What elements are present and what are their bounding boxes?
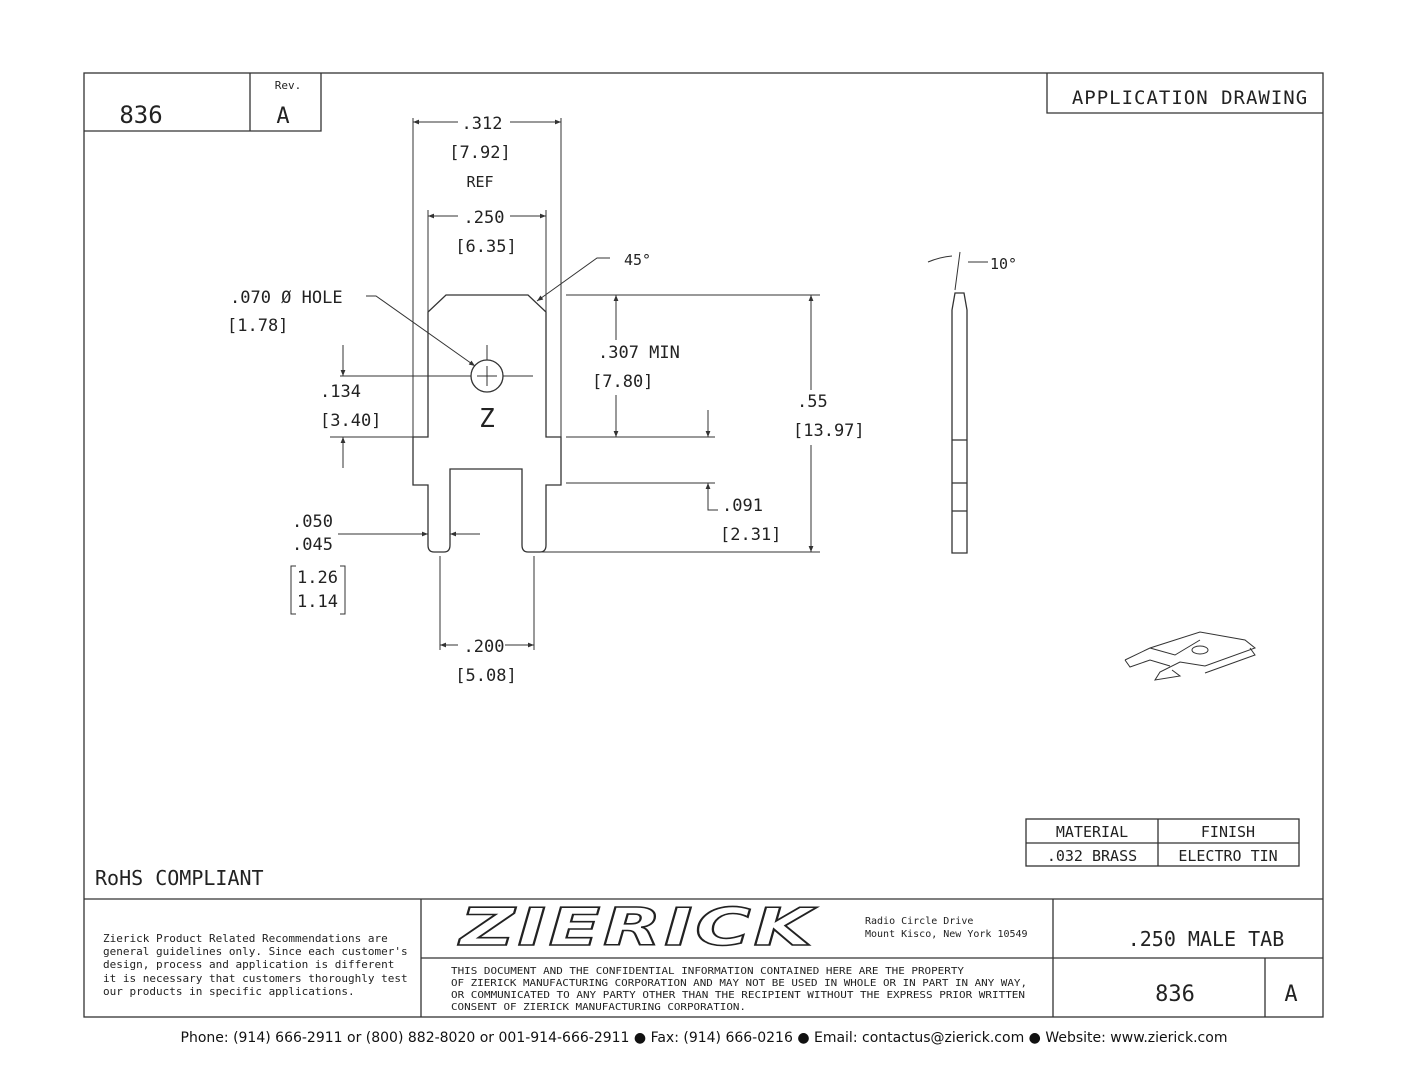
drawing-border — [83, 72, 1324, 1018]
dim-hole-position-mm: [3.40] — [320, 411, 381, 431]
dim-leg-length: .091 — [722, 496, 763, 516]
title-revision: A — [1284, 982, 1297, 1007]
drawing-type: APPLICATION DRAWING — [1072, 87, 1308, 109]
part-number-box: Rev. 836 A — [84, 73, 322, 132]
dim-overall-length: .55 — [797, 392, 828, 412]
address-line: Mount Kisco, New York 10549 — [865, 929, 1028, 940]
dim-hole-position: .134 — [320, 382, 361, 402]
dim-ref-note: REF — [466, 173, 493, 191]
dim-side-angle: 10° — [990, 255, 1017, 273]
finish-header: FINISH — [1201, 823, 1255, 841]
disclaimer-line: design, process and application is diffe… — [103, 958, 394, 971]
confidential-line: THIS DOCUMENT AND THE CONFIDENTIAL INFOR… — [451, 966, 964, 977]
material-header: MATERIAL — [1056, 823, 1128, 841]
address-line: Radio Circle Drive — [865, 916, 973, 927]
dim-overall-width-mm: [7.92] — [449, 143, 510, 163]
zierick-logo: ZIERICK — [457, 898, 817, 958]
disclaimer-line: our products in specific applications. — [103, 985, 355, 998]
dimensions: .312 [7.92] REF .250 [6.35] 45° .070 Ø H… — [227, 114, 865, 686]
material-table: MATERIAL FINISH .032 BRASS ELECTRO TIN — [1025, 818, 1300, 867]
disclaimer-line: general guidelines only. Since each cust… — [103, 945, 408, 958]
dim-leg-width-max-mm: 1.26 — [297, 568, 338, 588]
dim-tab-width: .250 — [464, 208, 505, 228]
part-side-view: 10° — [927, 251, 1017, 554]
revision: A — [276, 104, 289, 129]
disclaimer-line: Zierick Product Related Recommendations … — [103, 932, 388, 945]
contact-footer: Phone: (914) 666-2911 or (800) 882-8020 … — [181, 1030, 1228, 1046]
dim-leg-spacing: .200 — [464, 637, 505, 657]
title-block: Zierick Product Related Recommendations … — [84, 897, 1323, 1017]
dim-overall-width: .312 — [462, 114, 503, 134]
dim-leg-length-mm: [2.31] — [720, 525, 781, 545]
dim-leg-width-min: .045 — [292, 535, 333, 555]
confidential-line: OR COMMUNICATED TO ANY PARTY OTHER THAN … — [451, 990, 1025, 1001]
confidential-line: OF ZIERICK MANUFACTURING CORPORATION AND… — [451, 978, 1027, 989]
dim-overall-length-mm: [13.97] — [793, 421, 865, 441]
dim-leg-width-min-mm: 1.14 — [297, 592, 338, 612]
part-title: .250 MALE TAB — [1128, 927, 1285, 951]
dim-leg-width-max: .050 — [292, 512, 333, 532]
drawing-type-box: APPLICATION DRAWING — [1046, 73, 1323, 114]
dim-leg-spacing-mm: [5.08] — [455, 666, 516, 686]
title-part-number: 836 — [1155, 982, 1195, 1007]
dim-chamfer-angle: 45° — [624, 251, 651, 269]
dim-hole-mm: [1.78] — [227, 316, 288, 336]
rev-label: Rev. — [275, 79, 302, 92]
part-iso-view — [1124, 631, 1257, 681]
dim-tab-length: .307 MIN — [598, 343, 680, 363]
material-value: .032 BRASS — [1047, 847, 1137, 865]
dim-hole: .070 Ø HOLE — [230, 288, 343, 308]
part-front-view: Z — [340, 118, 562, 553]
disclaimer-line: it is necessary that customers thoroughl… — [103, 972, 408, 985]
confidential-line: CONSENT OF ZIERICK MANUFACTURING CORPORA… — [451, 1002, 746, 1013]
dim-tab-width-mm: [6.35] — [455, 237, 516, 257]
part-number: 836 — [119, 101, 162, 129]
hole-mark: Z — [479, 404, 495, 434]
rohs-label: RoHS COMPLIANT — [95, 866, 264, 890]
dim-tab-length-mm: [7.80] — [592, 372, 653, 392]
finish-value: ELECTRO TIN — [1178, 847, 1277, 865]
